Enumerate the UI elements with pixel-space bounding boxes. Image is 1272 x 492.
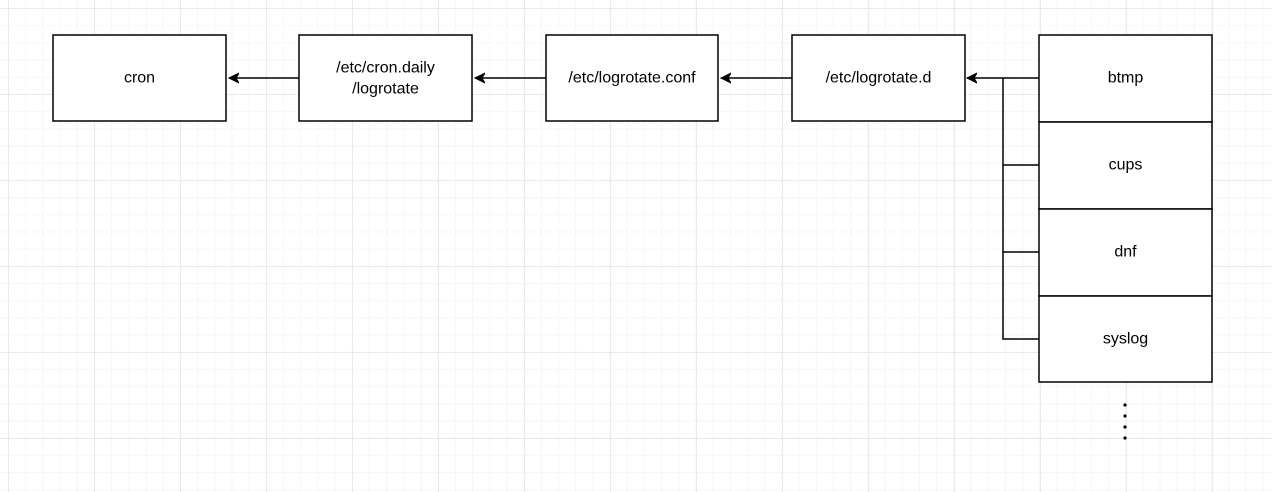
edge-cups-to-logrotate-d [1002, 78, 1039, 166]
node-cron-daily-logrotate[interactable]: /etc/cron.daily /logrotate [298, 34, 473, 122]
node-cron-daily-label-line2: /logrotate [352, 81, 419, 98]
more-items-ellipsis-icon [1123, 403, 1127, 440]
node-logrotate-conf-label: /etc/logrotate.conf [568, 70, 696, 87]
node-cron-daily-label-line1: /etc/cron.daily [336, 60, 435, 77]
node-syslog[interactable]: syslog [1038, 295, 1213, 383]
node-cron[interactable]: cron [52, 34, 227, 122]
edge-syslog-to-logrotate-d [1002, 252, 1039, 340]
node-cups[interactable]: cups [1038, 121, 1213, 210]
node-logrotate-d-label: /etc/logrotate.d [826, 70, 932, 87]
node-dnf-label: dnf [1114, 244, 1137, 261]
node-btmp[interactable]: btmp [1038, 34, 1213, 123]
node-syslog-label: syslog [1103, 331, 1148, 348]
node-btmp-label: btmp [1108, 70, 1144, 87]
node-dnf[interactable]: dnf [1038, 208, 1213, 297]
node-cups-label: cups [1109, 157, 1143, 174]
edges [229, 78, 1039, 340]
node-logrotate-d[interactable]: /etc/logrotate.d [791, 34, 966, 122]
edge-dnf-to-logrotate-d [1002, 165, 1039, 253]
node-logrotate-conf[interactable]: /etc/logrotate.conf [545, 34, 719, 122]
node-cron-label: cron [124, 70, 155, 87]
